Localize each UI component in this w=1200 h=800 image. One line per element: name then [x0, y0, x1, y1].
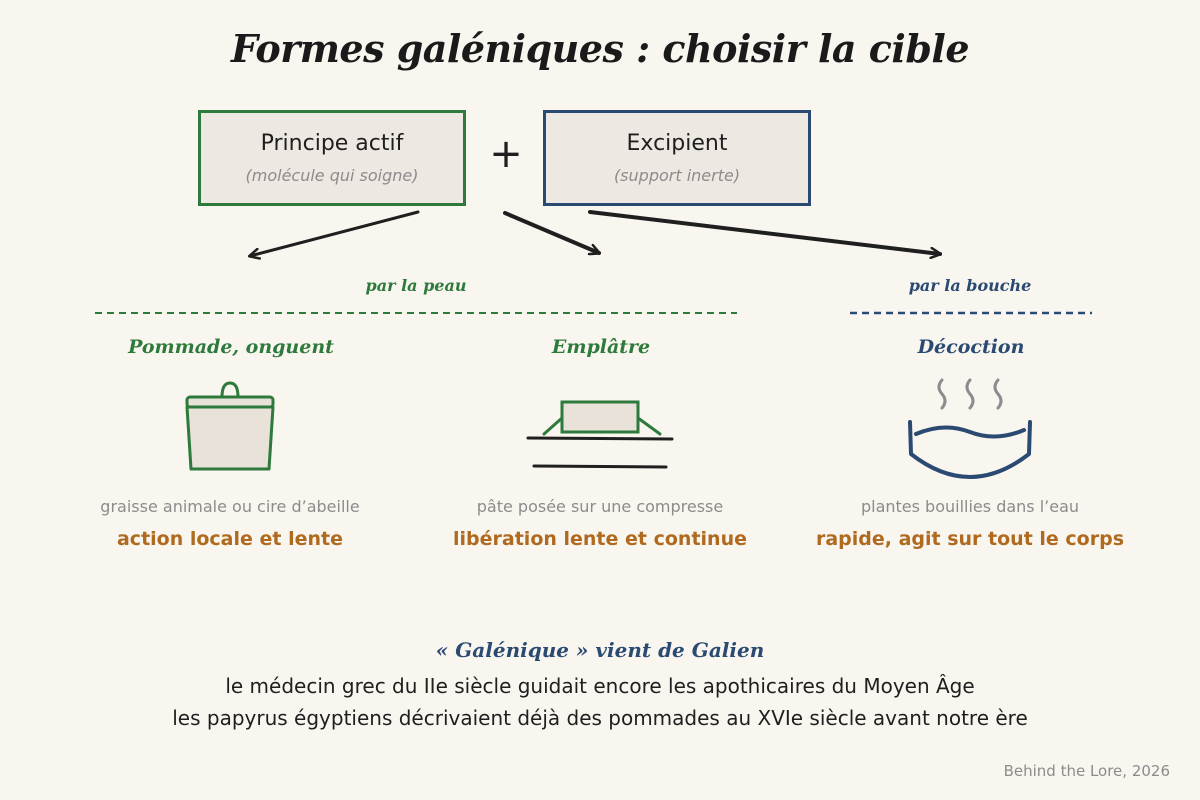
credit-text: Behind the Lore, 2026	[1003, 762, 1170, 780]
excipient-box: Excipient (support inerte)	[543, 110, 811, 206]
active-ingredient-title: Principe actif	[260, 131, 404, 156]
diagram-title: Formes galéniques : choisir la cible	[230, 26, 970, 71]
form-description-pommade: graisse animale ou cire d’abeille	[100, 497, 360, 516]
form-name-pommade: Pommade, onguent	[128, 336, 334, 358]
form-name-decoction: Décoction	[917, 336, 1025, 358]
arrow-to-pommade	[250, 210, 420, 256]
active-ingredient-box: Principe actif (molécule qui soigne)	[198, 110, 466, 206]
etymology-line-2: les papyrus égyptiens décrivaient déjà d…	[172, 706, 1028, 730]
arrow-to-emplatre	[503, 211, 599, 253]
plaster-icon	[526, 400, 674, 469]
excipient-title: Excipient	[626, 131, 728, 156]
form-effect-decoction: rapide, agit sur tout le corps	[815, 528, 1125, 550]
form-description-decoction: plantes bouillies dans l’eau	[860, 497, 1080, 516]
pot-icon	[185, 381, 275, 471]
route-label-skin: par la peau	[365, 276, 467, 295]
arrow-to-decoction	[588, 210, 940, 254]
etymology-line-1: le médecin grec du IIe siècle guidait en…	[225, 674, 975, 698]
form-name-emplatre: Emplâtre	[551, 336, 651, 358]
steaming-bowl-icon	[908, 378, 1032, 479]
excipient-subtitle: (support inerte)	[613, 166, 741, 185]
form-effect-pommade: action locale et lente	[116, 528, 343, 550]
plus-sign: +	[489, 131, 523, 177]
route-label-mouth: par la bouche	[908, 276, 1032, 295]
form-effect-emplatre: libération lente et continue	[453, 528, 747, 550]
active-ingredient-subtitle: (molécule qui soigne)	[245, 166, 419, 185]
etymology-heading: « Galénique » vient de Galien	[435, 638, 765, 662]
form-description-emplatre: pâte posée sur une compresse	[476, 497, 724, 516]
